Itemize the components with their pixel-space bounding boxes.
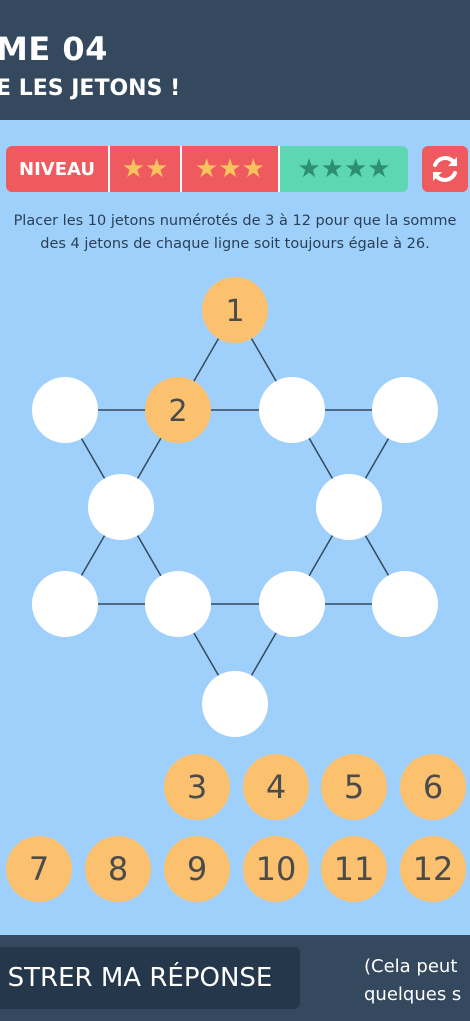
page-title: ME 04 <box>0 30 108 68</box>
star-icon: ★★ <box>121 154 169 184</box>
refresh-icon <box>433 156 457 182</box>
board-lines <box>64 309 406 705</box>
token[interactable]: 9 <box>164 836 230 902</box>
placed-token-value: 1 <box>225 294 244 329</box>
header: ME 04 E LES JETONS ! <box>0 0 470 120</box>
instructions: Placer les 10 jetons numérotés de 3 à 12… <box>0 210 470 256</box>
footer-note-line-1: (Cela peut <box>364 956 458 977</box>
footer-note-line-2: quelques s <box>364 984 462 1005</box>
slot-lower-left[interactable] <box>32 571 98 637</box>
token[interactable]: 10 <box>243 836 309 902</box>
reset-button[interactable] <box>422 146 468 192</box>
slot-middle-left[interactable] <box>88 474 154 540</box>
slot-top[interactable] <box>202 277 268 343</box>
level-selector: NIVEAU ★★ ★★★ ★★★★ <box>6 146 408 192</box>
token[interactable]: 7 <box>6 836 72 902</box>
level-four-stars-button[interactable]: ★★★★ <box>278 146 408 192</box>
slot-lower-left-inner[interactable] <box>145 571 211 637</box>
slot-lower-right[interactable] <box>372 571 438 637</box>
slot-bottom[interactable] <box>202 671 268 737</box>
star-icon: ★★★★ <box>297 154 391 184</box>
star-icon: ★★★ <box>195 154 265 184</box>
instructions-line-1: Placer les 10 jetons numérotés de 3 à 12… <box>13 213 457 229</box>
star-board: 1 2 <box>32 277 438 737</box>
submit-answer-button[interactable]: STRER MA RÉPONSE <box>0 947 300 1009</box>
slot-upper-left[interactable] <box>32 377 98 443</box>
token[interactable]: 6 <box>400 754 466 820</box>
slot-upper-left-inner[interactable] <box>145 377 211 443</box>
instructions-line-2: des 4 jetons de chaque ligne soit toujou… <box>40 236 430 252</box>
slot-upper-right-inner[interactable] <box>259 377 325 443</box>
level-two-stars-button[interactable]: ★★ <box>108 146 180 192</box>
slot-middle-right[interactable] <box>316 474 382 540</box>
placed-token-value: 2 <box>168 394 187 429</box>
token[interactable]: 11 <box>321 836 387 902</box>
page-subtitle: E LES JETONS ! <box>0 76 181 101</box>
board-slots <box>32 277 438 737</box>
footer-note: (Cela peut quelques s <box>364 953 461 1009</box>
token[interactable]: 8 <box>85 836 151 902</box>
token[interactable]: 12 <box>400 836 466 902</box>
slot-upper-right[interactable] <box>372 377 438 443</box>
token[interactable]: 3 <box>164 754 230 820</box>
slot-lower-right-inner[interactable] <box>259 571 325 637</box>
level-three-stars-button[interactable]: ★★★ <box>180 146 278 192</box>
token[interactable]: 4 <box>243 754 309 820</box>
level-label: NIVEAU <box>6 146 108 192</box>
footer: STRER MA RÉPONSE (Cela peut quelques s <box>0 935 470 1021</box>
token[interactable]: 5 <box>321 754 387 820</box>
